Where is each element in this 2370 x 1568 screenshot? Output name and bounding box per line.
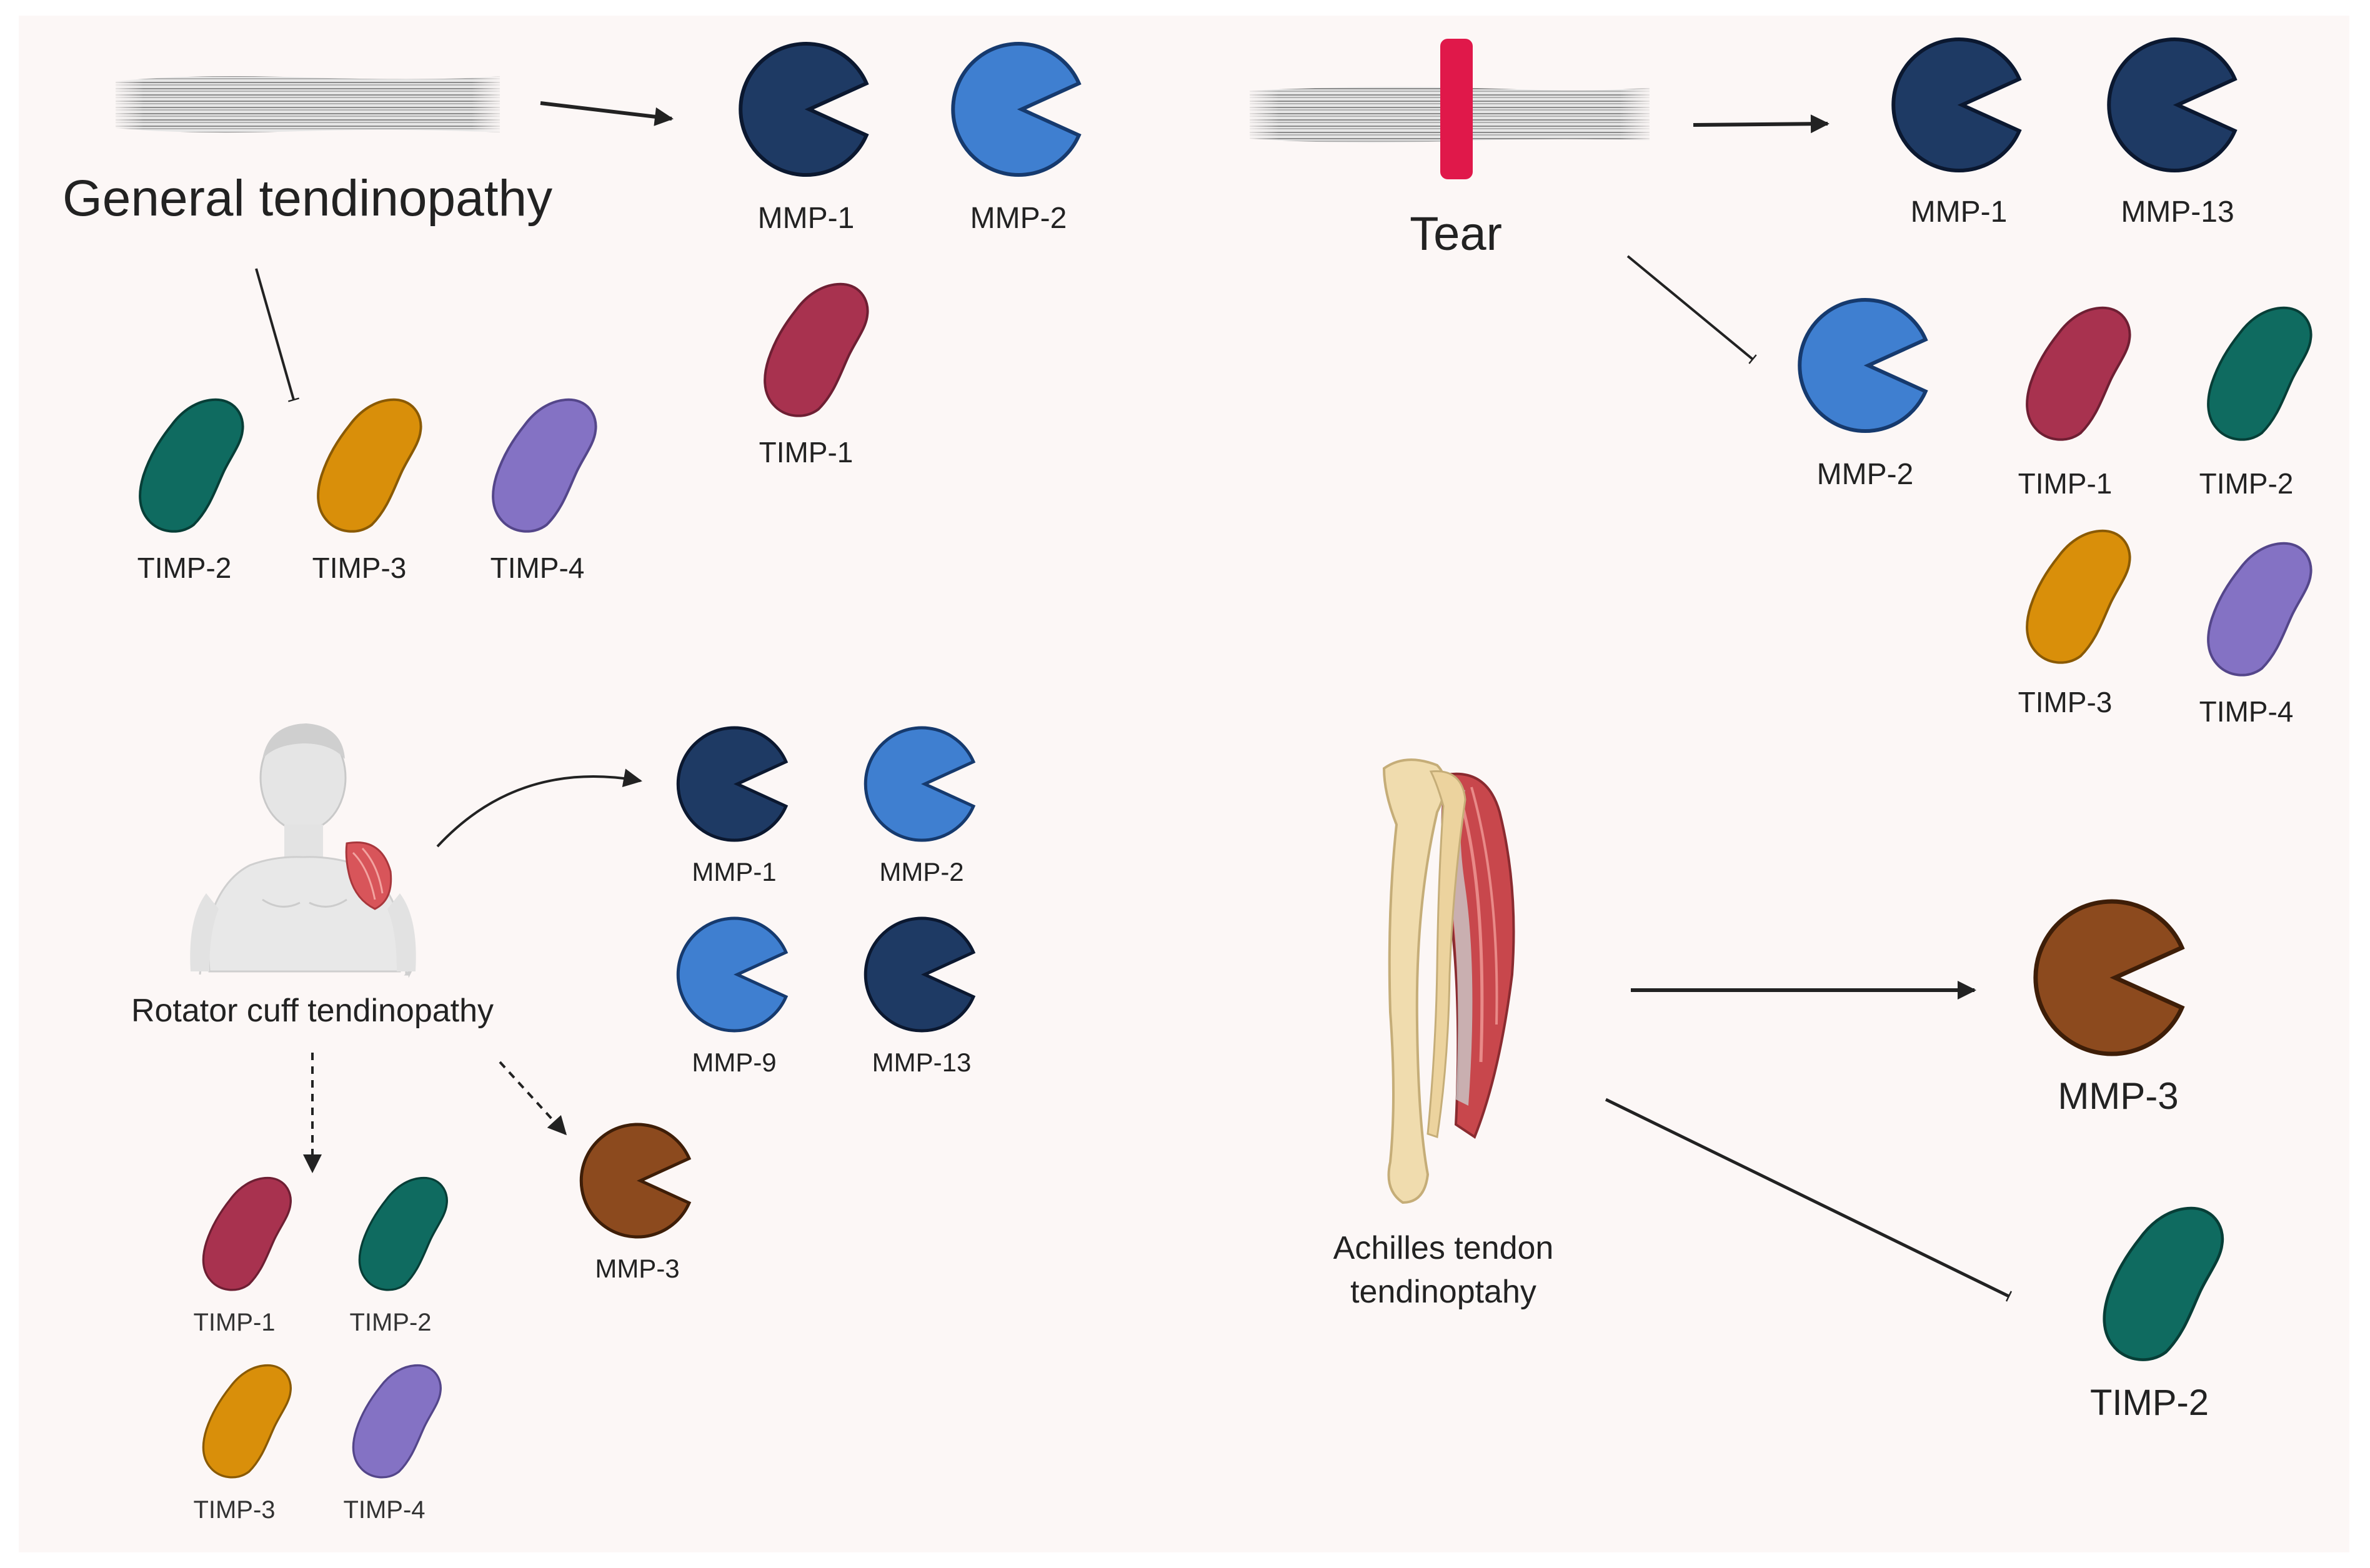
timp-4-protein-icon — [352, 1364, 442, 1479]
tendon-fiber-tear — [1247, 39, 1653, 179]
timp-1-protein-icon — [202, 1176, 292, 1291]
general-section: General tendinopathy MMP-1 MMP-2 TIMP-1 … — [62, 42, 1082, 584]
general-inhibit-arrow — [255, 268, 299, 402]
general-timp-1-label: TIMP-1 — [759, 436, 854, 469]
mmp-13-enzyme-icon — [864, 916, 976, 1033]
tear-inhibit-arrow — [1626, 255, 1757, 364]
tear-up-arrow — [1693, 114, 1830, 134]
human-torso-icon — [190, 723, 416, 978]
timp-1-protein-icon — [764, 282, 869, 417]
mmp-3-enzyme-icon — [2033, 899, 2185, 1056]
rotator-timp-2-label: TIMP-2 — [349, 1309, 431, 1336]
rotator-mmp-3-label: MMP-3 — [595, 1254, 679, 1283]
rotator-title: Rotator cuff tendinopathy — [131, 993, 494, 1029]
rotator-mmp-13-label: MMP-13 — [872, 1048, 972, 1077]
general-title: General tendinopathy — [62, 170, 552, 227]
mmp-1-enzyme-icon — [676, 726, 789, 842]
achilles-section: Achilles tendon tendinoptahy MMP-3 TIMP-… — [1333, 758, 2223, 1423]
rotator-timp-3-label: TIMP-3 — [193, 1496, 275, 1524]
tear-timp-4-label: TIMP-4 — [2199, 695, 2294, 728]
rotator-dashed-right-arrow — [499, 1061, 567, 1136]
rotator-mmp-2-label: MMP-2 — [879, 857, 963, 886]
mmp-3-enzyme-icon — [579, 1123, 692, 1239]
achilles-title-line2: tendinoptahy — [1350, 1274, 1536, 1310]
timp-1-protein-icon — [2026, 306, 2131, 441]
tear-section: Tear MMP-1 MMP-13 MMP-2 TIMP-1 TIMP-2 TI… — [1247, 37, 2313, 728]
rotator-section: Rotator cuff tendinopathy MMP-1 MMP-2 MM… — [131, 723, 976, 1524]
timp-3-protein-icon — [2026, 529, 2131, 664]
rotator-mmp-1-label: MMP-1 — [692, 857, 776, 886]
tear-mmp-1-label: MMP-1 — [1911, 196, 2008, 229]
general-timp-2-label: TIMP-2 — [137, 552, 232, 584]
tear-timp-2-label: TIMP-2 — [2199, 467, 2294, 500]
timp-3-protein-icon — [202, 1364, 292, 1479]
tear-timp-1-label: TIMP-1 — [2018, 467, 2113, 500]
timp-3-protein-icon — [317, 398, 422, 533]
general-up-arrow — [540, 101, 674, 126]
mmp-2-enzyme-icon — [1798, 298, 1928, 433]
tear-mark-icon — [1440, 39, 1473, 179]
rotator-timp-1-label: TIMP-1 — [193, 1309, 275, 1336]
tear-mmp-13-label: MMP-13 — [2121, 196, 2234, 229]
mmp-1-enzyme-icon — [739, 42, 869, 177]
mmp-2-enzyme-icon — [864, 726, 976, 842]
tendon-fiber-general — [112, 72, 503, 137]
achilles-mmp-3-label: MMP-3 — [2058, 1075, 2178, 1117]
general-timp-4-label: TIMP-4 — [490, 552, 585, 584]
general-timp-3-label: TIMP-3 — [312, 552, 407, 584]
rotator-mmp-9-label: MMP-9 — [692, 1048, 776, 1077]
achilles-title-line1: Achilles tendon — [1333, 1230, 1554, 1266]
achilles-inhibit-arrow — [1605, 1098, 2013, 1302]
tear-timp-3-label: TIMP-3 — [2018, 686, 2113, 718]
general-mmp-2-label: MMP-2 — [970, 202, 1067, 235]
achilles-leg-icon — [1382, 758, 1515, 1204]
tear-title: Tear — [1410, 207, 1502, 261]
achilles-timp-2-label: TIMP-2 — [2090, 1382, 2209, 1423]
timp-2-protein-icon — [2207, 306, 2313, 441]
timp-4-protein-icon — [2207, 542, 2313, 677]
rotator-up-arrow — [436, 768, 642, 848]
figure-panel — [19, 16, 2349, 1552]
tear-mmp-2-label: MMP-2 — [1817, 458, 1914, 491]
mmp-13-enzyme-icon — [2107, 37, 2238, 172]
timp-2-protein-icon — [139, 398, 244, 533]
general-mmp-1-label: MMP-1 — [758, 202, 855, 235]
timp-4-protein-icon — [492, 398, 597, 533]
mmp-2-enzyme-icon — [951, 42, 1082, 177]
mmp-1-enzyme-icon — [1891, 37, 2022, 172]
timp-2-protein-icon — [358, 1176, 448, 1291]
mmp-9-enzyme-icon — [676, 916, 789, 1033]
timp-2-protein-icon — [2104, 1208, 2223, 1360]
rotator-timp-4-label: TIMP-4 — [343, 1496, 425, 1524]
